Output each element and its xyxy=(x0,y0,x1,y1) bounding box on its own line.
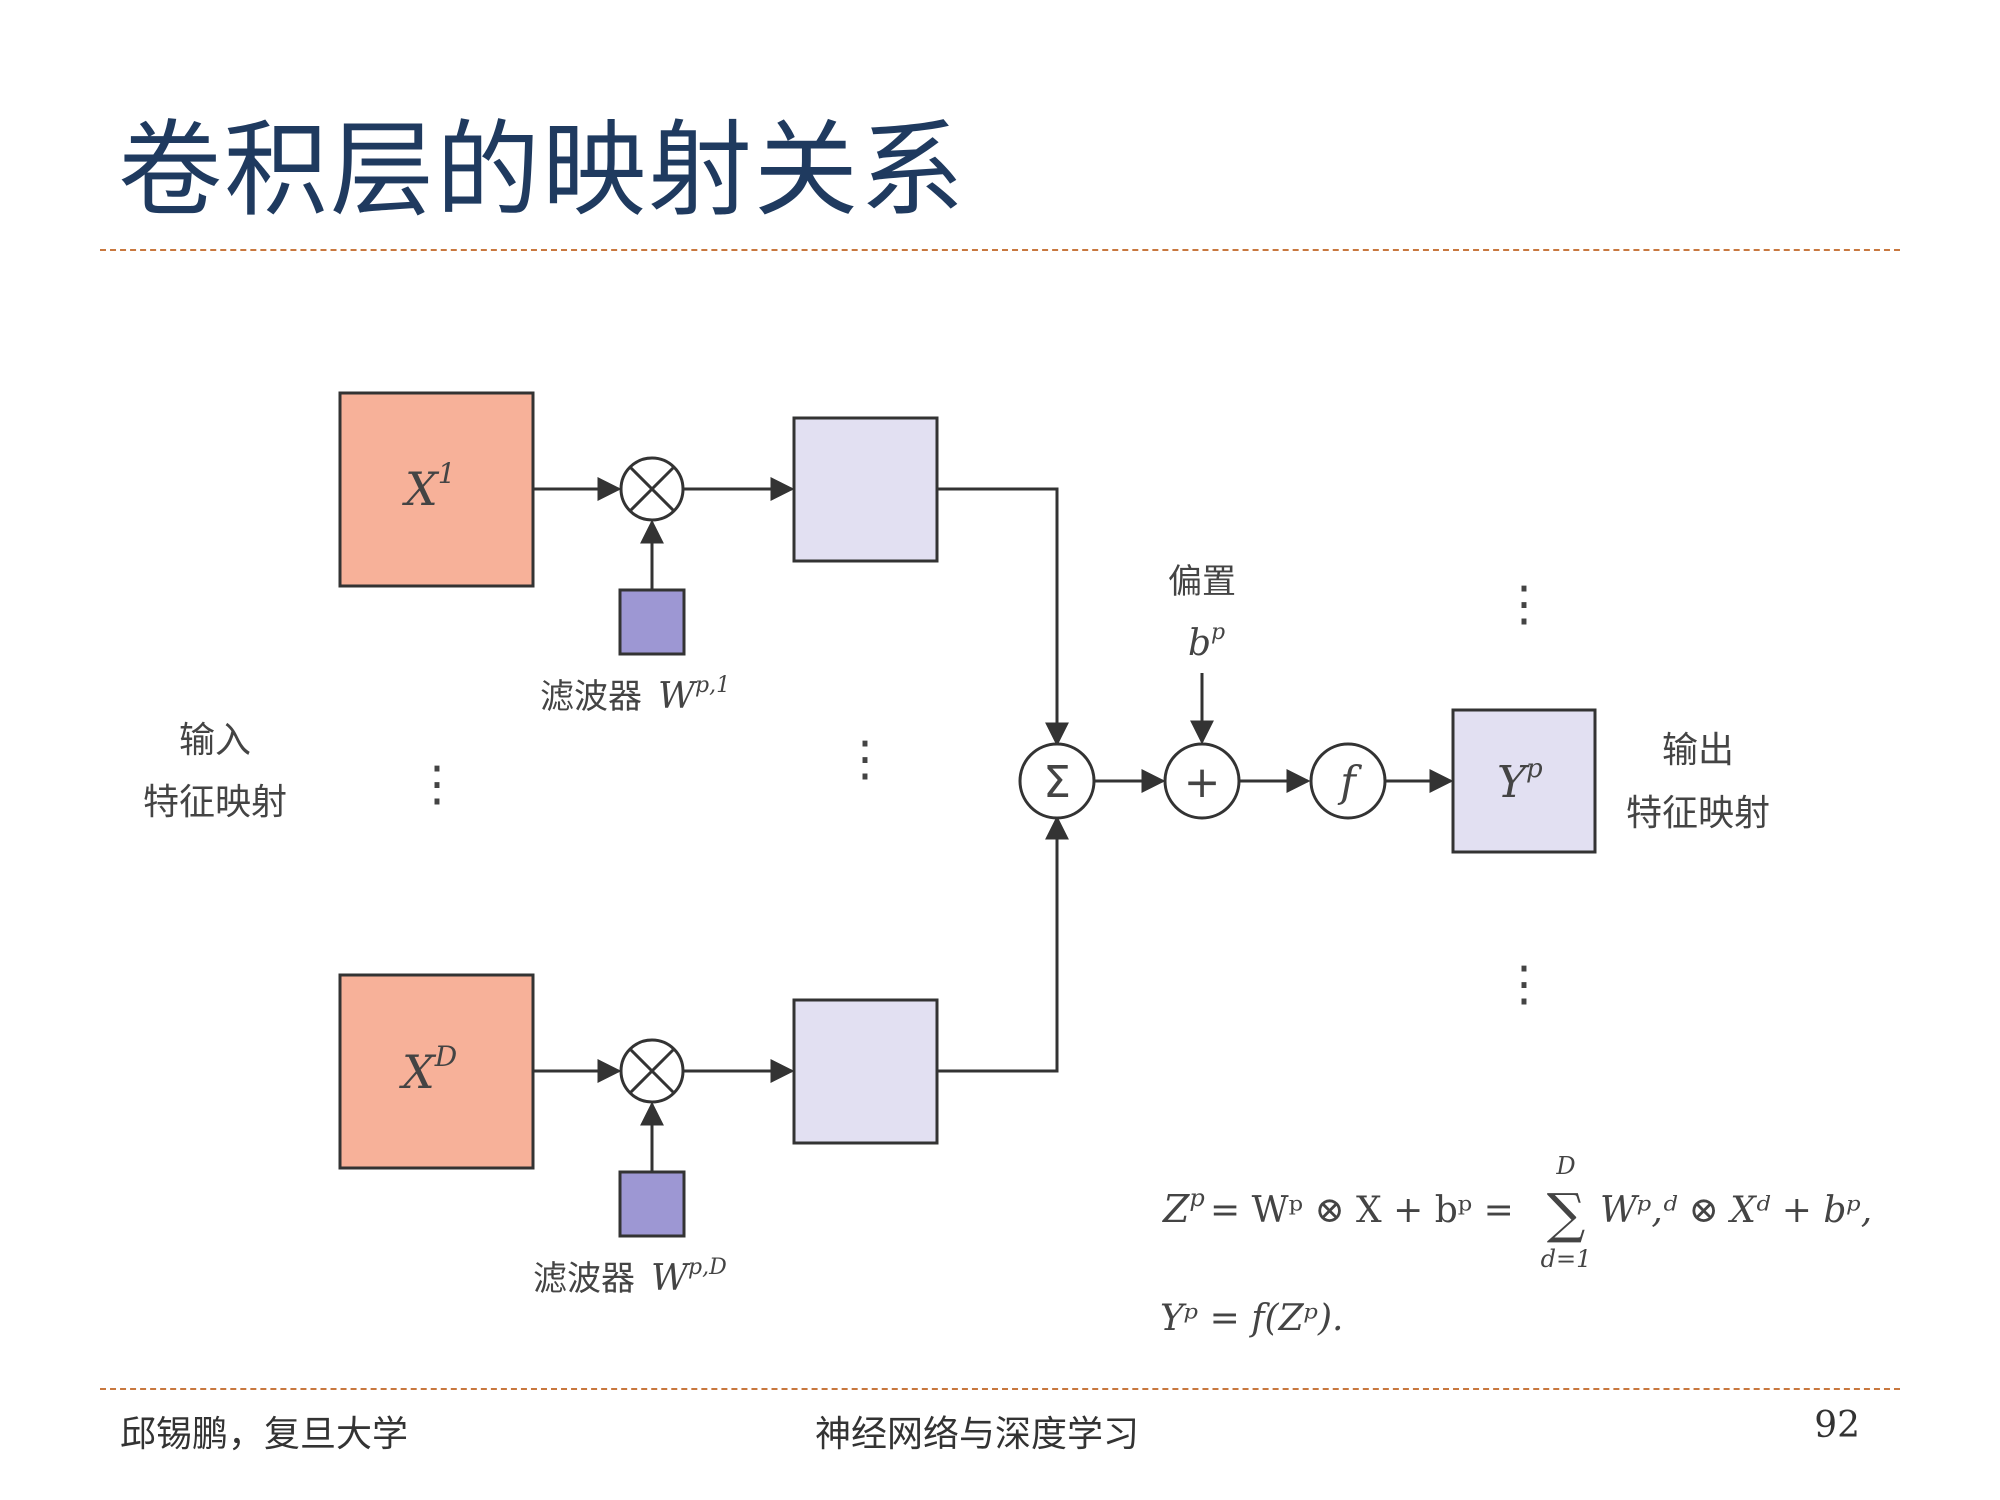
svg-text:D: D xyxy=(1555,1152,1575,1180)
svg-text:= Wᵖ ⊗ X + bᵖ =: = Wᵖ ⊗ X + bᵖ = xyxy=(1210,1190,1514,1231)
footer-course-title: 神经网络与深度学习 xyxy=(815,1414,1140,1455)
equation-z: Zp = Wᵖ ⊗ X + bᵖ = D ∑ d=1 Wᵖ,ᵈ ⊗ Xᵈ + b… xyxy=(1162,1152,1872,1273)
svg-text:Wᵖ,ᵈ ⊗ Xᵈ + bᵖ,: Wᵖ,ᵈ ⊗ Xᵈ + bᵖ, xyxy=(1600,1190,1872,1231)
svg-text:∑: ∑ xyxy=(1547,1182,1586,1245)
equation-y: Yᵖ = f(Zᵖ). xyxy=(1160,1298,1343,1339)
sum-symbol: Σ xyxy=(1043,757,1071,808)
svg-text:Zp: Zp xyxy=(1162,1184,1205,1231)
footer-divider xyxy=(100,1388,1900,1390)
vdots-input: ⋮ xyxy=(413,756,461,812)
path-feature-sum-top xyxy=(937,487,1069,747)
svg-text:d=1: d=1 xyxy=(1541,1245,1592,1273)
title-divider xyxy=(100,249,1900,251)
bias-symbol: bp xyxy=(1188,620,1225,664)
vdots-output-top: ⋮ xyxy=(1500,576,1548,632)
conv-operator-bottom xyxy=(619,1038,685,1104)
output-feature-map-label-line2: 特征映射 xyxy=(1626,793,1770,834)
input-box-bottom xyxy=(338,973,535,1170)
vdots-feature: ⋮ xyxy=(841,731,889,787)
output-feature-map-label-line1: 输出 xyxy=(1662,730,1734,771)
input-box-top xyxy=(338,391,535,588)
page-number: 92 xyxy=(1814,1405,1860,1446)
feature-box-top xyxy=(792,416,939,563)
output-label: Yp xyxy=(1497,754,1543,808)
input-label-bottom: XD xyxy=(399,1040,457,1099)
filter-box-bottom xyxy=(618,1170,686,1238)
output-box xyxy=(1451,708,1597,854)
filter-box-top xyxy=(618,588,686,656)
vdots-output-bottom: ⋮ xyxy=(1500,956,1548,1012)
feature-box-bottom xyxy=(792,998,939,1145)
input-feature-map-label-line1: 输入 xyxy=(179,720,251,761)
plus-symbol: + xyxy=(1184,757,1221,808)
input-feature-map-label-line2: 特征映射 xyxy=(143,782,287,823)
slide-title: 卷积层的映射关系 xyxy=(118,109,967,231)
input-label-top: X1 xyxy=(402,457,456,516)
path-feature-sum-bottom xyxy=(937,815,1069,1073)
conv-operator-top xyxy=(619,456,685,522)
bias-label: 偏置 xyxy=(1168,562,1236,602)
footer-author: 邱锡鹏，复旦大学 xyxy=(120,1414,409,1455)
